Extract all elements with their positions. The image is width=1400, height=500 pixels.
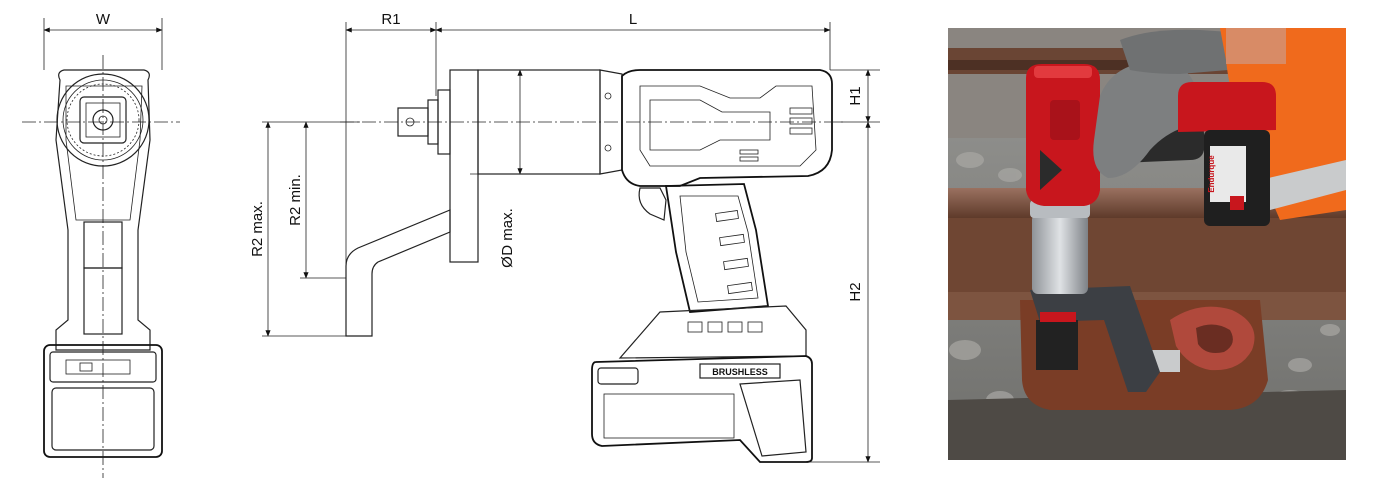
r2-min-label: R2 min. bbox=[287, 174, 304, 226]
side-view: R1 L H1 H2 R2 max. R2 min. D max. Ø bbox=[249, 11, 880, 463]
r1-label: R1 bbox=[381, 11, 400, 28]
product-photo: Endurque bbox=[948, 28, 1346, 460]
w-label: W bbox=[96, 11, 111, 28]
photo-product-label: Endurque bbox=[1207, 155, 1216, 193]
r2-max-label: R2 max. bbox=[249, 201, 266, 257]
front-view: W bbox=[22, 11, 180, 478]
d-max-label: D max. bbox=[499, 208, 516, 256]
l-label: L bbox=[629, 11, 637, 28]
h2-label: H2 bbox=[847, 282, 864, 301]
h1-label: H1 bbox=[847, 86, 864, 105]
drawing-battery-label: BRUSHLESS bbox=[712, 367, 768, 377]
diameter-symbol: Ø bbox=[499, 256, 516, 268]
